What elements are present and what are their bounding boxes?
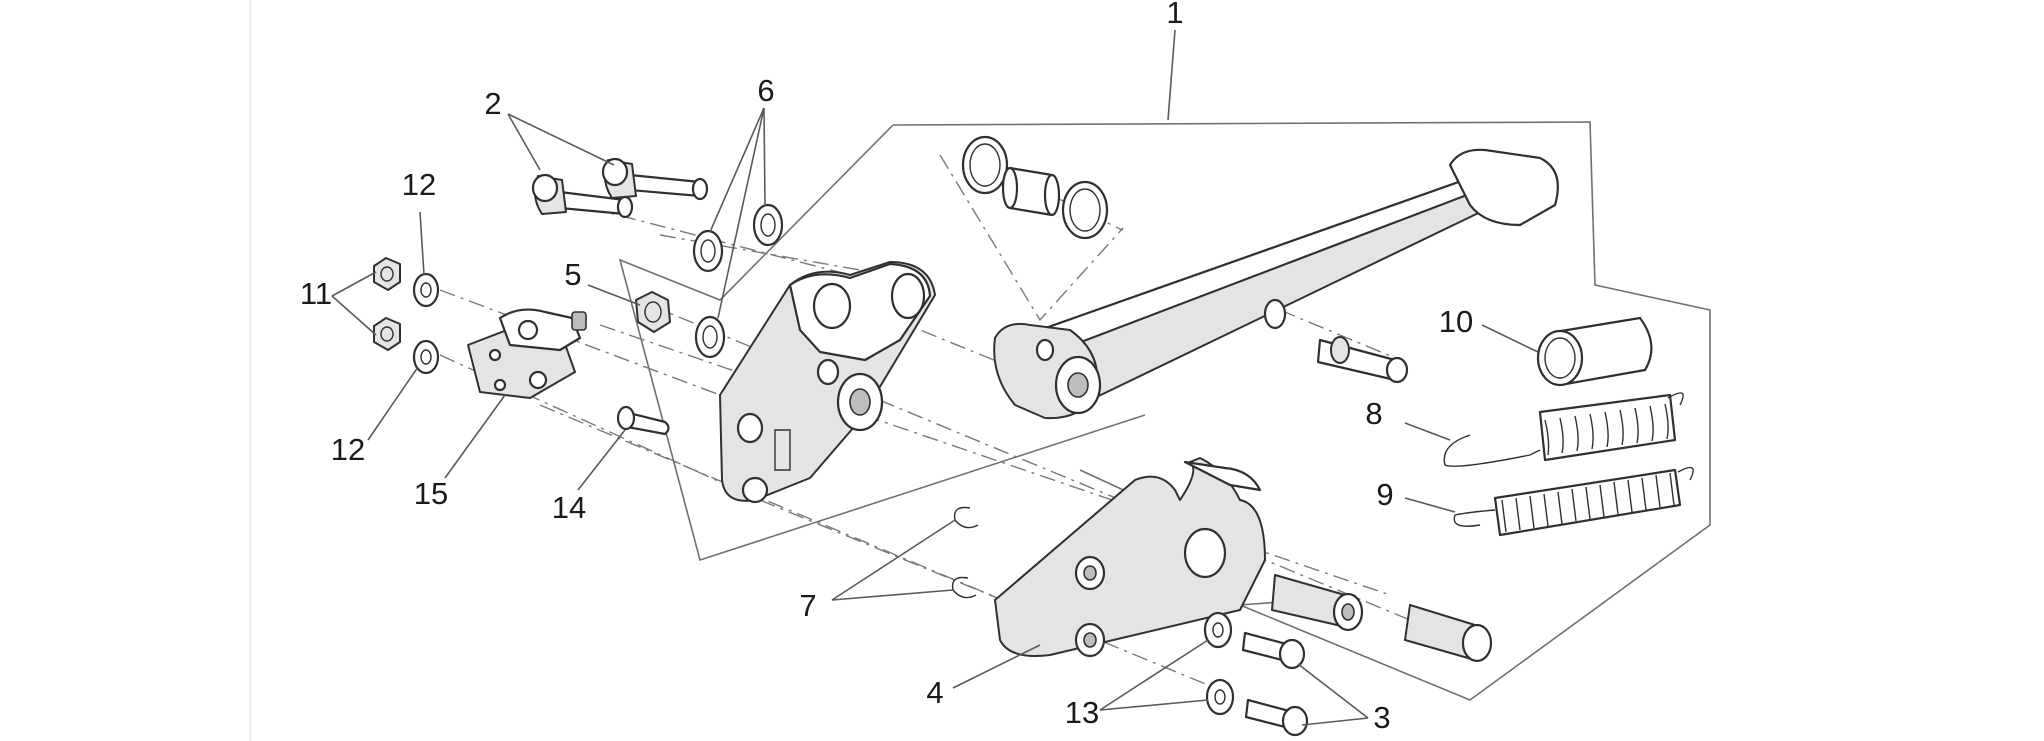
callout-12-lower: 12: [331, 432, 365, 467]
leader-lines: [331, 29, 1539, 726]
part-15-switch: [467, 308, 587, 399]
part-5-nut: [635, 291, 671, 333]
callout-14: 14: [552, 490, 586, 525]
callout-12-upper: 12: [402, 167, 436, 202]
part-8-spring: [1443, 392, 1684, 467]
part-1-pins: [1271, 574, 1493, 663]
callout-1: 1: [1166, 0, 1183, 30]
part-3-bolts: [1241, 631, 1309, 737]
callout-8: 8: [1365, 396, 1382, 431]
part-1-bushings: [961, 135, 1109, 240]
part-9-spring: [1453, 466, 1694, 537]
part-4-cover-plate: [994, 457, 1266, 658]
callout-3: 3: [1373, 700, 1390, 735]
part-2-bolt-upper: [601, 157, 709, 201]
part-6-washers: [692, 203, 784, 359]
callout-13: 13: [1065, 695, 1099, 730]
callout-7: 7: [799, 588, 816, 623]
part-2-bolt-lower: [531, 173, 634, 219]
part-14-pin: [616, 405, 670, 436]
callout-11: 11: [300, 276, 332, 311]
callout-10: 10: [1439, 304, 1473, 339]
callout-9: 9: [1376, 477, 1393, 512]
callout-15: 15: [414, 476, 448, 511]
callout-5: 5: [564, 257, 581, 292]
stand-bracket: [719, 261, 936, 504]
callout-2: 2: [484, 86, 501, 121]
part-12-washers: [412, 272, 440, 375]
callout-6: 6: [757, 73, 774, 108]
part-11-nuts: [373, 257, 401, 351]
part-1-stud: [1316, 336, 1409, 384]
part-1-stand-leg: [993, 148, 1559, 420]
callout-4: 4: [926, 675, 943, 710]
part-13-washers: [1203, 611, 1235, 716]
part-10-sleeve: [1536, 316, 1653, 387]
alignment-lines: [439, 154, 1411, 691]
callout-labels: 1 2 3 4 5 6 7 8 9 10 11 12 12 13 14 15: [300, 0, 1473, 735]
